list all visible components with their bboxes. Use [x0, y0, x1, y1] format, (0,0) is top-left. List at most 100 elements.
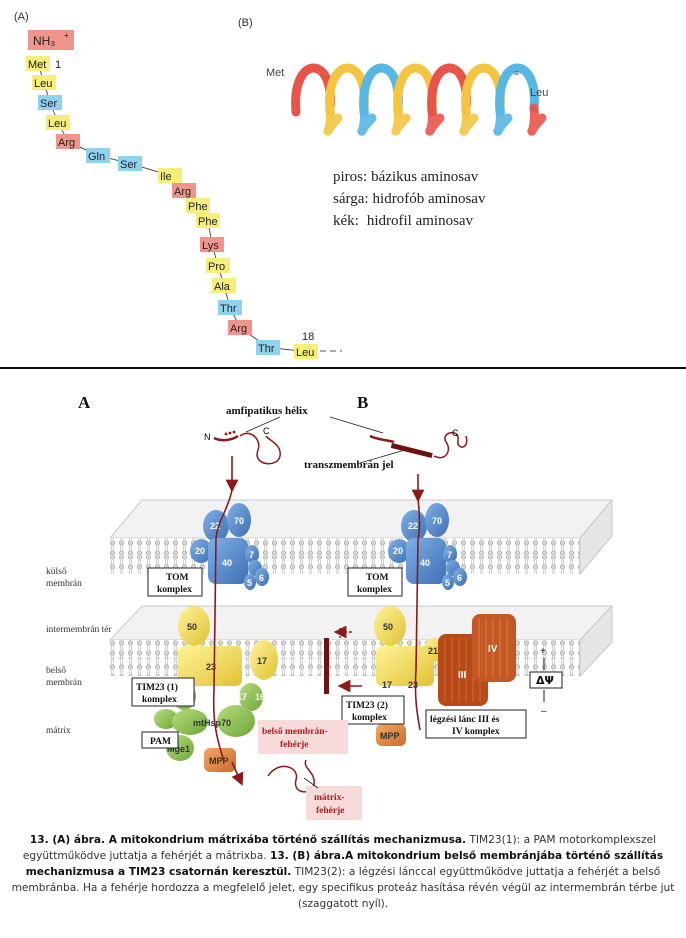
tom22-label: 22: [210, 521, 220, 531]
potential-minus: –: [541, 706, 547, 717]
helix-turn: [495, 63, 539, 117]
outer-membrane-label-2: membrán: [46, 579, 82, 589]
inner-membrane-label: belső: [46, 666, 66, 676]
tim23-1-box-label: TIM23 (1): [136, 682, 178, 693]
legend-red: piros:bázikus aminosav: [333, 169, 479, 185]
precursor-protein-a: N C: [204, 426, 281, 493]
c-terminus-label-b: C: [452, 428, 459, 438]
tom-complex-box-b: [347, 567, 403, 597]
tom-box-sublabel-a: komplex: [157, 585, 192, 595]
matrix-label: mátrix: [46, 726, 71, 736]
caption-a-text: TIM23(1): a PAM motorkomplexszel együttm…: [22, 834, 657, 862]
respiratory-chain-box-label: légzési lánc III és: [430, 715, 500, 725]
residue-label: Pro: [208, 261, 225, 273]
delta-psi-label: ΔΨ: [536, 674, 554, 687]
tom70-label-b: 70: [432, 516, 442, 526]
residue-label: Ser: [40, 98, 57, 110]
caption-b-title: 13. (B) ábra.A mitokondrium belső membrá…: [25, 850, 664, 878]
pointer-line-tm: [359, 449, 406, 464]
inner-membrane-protein-box: [258, 720, 348, 754]
residue-box: [200, 237, 224, 252]
tim23-2-box-label: TIM23 (2): [346, 700, 388, 711]
residue-label: Leu: [34, 78, 52, 90]
residue-box: [228, 320, 252, 335]
residue-label: Thr: [258, 343, 275, 355]
residue-label: Arg: [174, 186, 191, 198]
pointer-line-b: [329, 416, 384, 434]
tom-complex-a: 22 70 20 40 7 5 6: [190, 503, 269, 590]
residue-label: Met: [28, 59, 46, 71]
residue-label: Gln: [88, 151, 105, 163]
transmembrane-signal-label: transzmembrán jel: [304, 459, 394, 471]
matrix-protein-pointer: [303, 777, 319, 789]
residue-box: [118, 156, 142, 171]
residue-box: [294, 344, 318, 359]
matrix-protein-sublabel: fehérje: [316, 806, 344, 816]
figure-caption: 13. (A) ábra. A mitokondrium mátrixába t…: [6, 832, 680, 912]
nh3-label: NH₃: [33, 34, 55, 48]
tom-box-label-a: TOM: [166, 573, 189, 583]
residue-box: [196, 213, 220, 228]
residue-label: Leu: [296, 347, 314, 359]
tom6-label: 6: [259, 573, 264, 583]
potential-plus: +: [540, 646, 546, 657]
translocating-polypeptides: [212, 489, 421, 793]
residue-box: [206, 258, 230, 273]
residue-label: Leu: [48, 118, 66, 130]
intermembrane-space-label: intermembrán tér: [46, 625, 113, 635]
matrix-arrow: [231, 761, 244, 786]
mpp-protease-a: [204, 748, 236, 772]
complex-iv-label: IV: [488, 644, 498, 655]
mitochondrial-import-diagram: A B amfipatikus hélix transzmembrán jel …: [46, 393, 614, 820]
tim23-1-box-sublabel: komplex: [142, 695, 177, 705]
c-terminus-label: C: [263, 426, 270, 436]
outer-membrane: [108, 498, 614, 576]
alpha-helix: [291, 63, 547, 136]
precursor-protein-b: C: [369, 428, 468, 503]
residue-label: Ser: [120, 159, 137, 171]
tom-complex-box-a: [147, 567, 203, 597]
tim50-label: 50: [187, 622, 197, 632]
nh3-charge: +: [64, 31, 69, 40]
tom7-label: 7: [249, 550, 254, 560]
residue-box: [32, 75, 56, 90]
inner-membrane-label-2: membrán: [46, 678, 82, 688]
residue-box: [46, 115, 70, 130]
residue-box: [56, 134, 80, 149]
tim16-label: 16: [255, 692, 265, 702]
pam-box: [141, 731, 179, 749]
residue-label: Arg: [230, 323, 247, 335]
n-terminus-label: N: [204, 432, 211, 442]
respiratory-chain-complexes: III IV: [438, 614, 516, 706]
residue-box: [38, 95, 62, 110]
tom-box-label-b: TOM: [366, 573, 389, 583]
legend-blue: kék:hidrofil aminosav: [333, 213, 474, 229]
tom20-label: 20: [195, 546, 205, 556]
residue-box: [218, 300, 242, 315]
diagram-b-label: B: [357, 393, 368, 412]
tim23-2-box: [341, 695, 405, 725]
section-divider: [0, 367, 686, 369]
tim23-2-box-sublabel: komplex: [352, 713, 387, 723]
respiratory-chain-box-sublabel: IV komplex: [452, 727, 500, 737]
amphipathic-helix-label: amfipatikus hélix: [226, 405, 308, 417]
tim21-label: 21: [428, 646, 438, 656]
color-legend: piros:bázikus aminosav sárga:hidrofób am…: [333, 169, 486, 229]
matrix-protein-box: [306, 786, 362, 820]
inner-membrane-protein-sublabel: fehérje: [280, 740, 308, 750]
tom-box-sublabel-b: komplex: [357, 585, 392, 595]
inner-membrane-protein: [324, 638, 329, 694]
legend-yellow: sárga:hidrofób aminosav: [333, 191, 486, 207]
residue-number: 18: [302, 331, 314, 343]
tim23-label-b: 23: [408, 680, 418, 690]
tom5-label: 5: [247, 578, 252, 588]
tim50-label-b: 50: [383, 622, 393, 632]
delta-psi-box: [529, 671, 563, 689]
residue-box: [186, 198, 210, 213]
residue-label: Ala: [214, 281, 231, 293]
pointer-line-a: [245, 416, 281, 433]
complex-iii-label: III: [458, 670, 467, 681]
mthsp70-label: mtHsp70: [193, 718, 231, 728]
